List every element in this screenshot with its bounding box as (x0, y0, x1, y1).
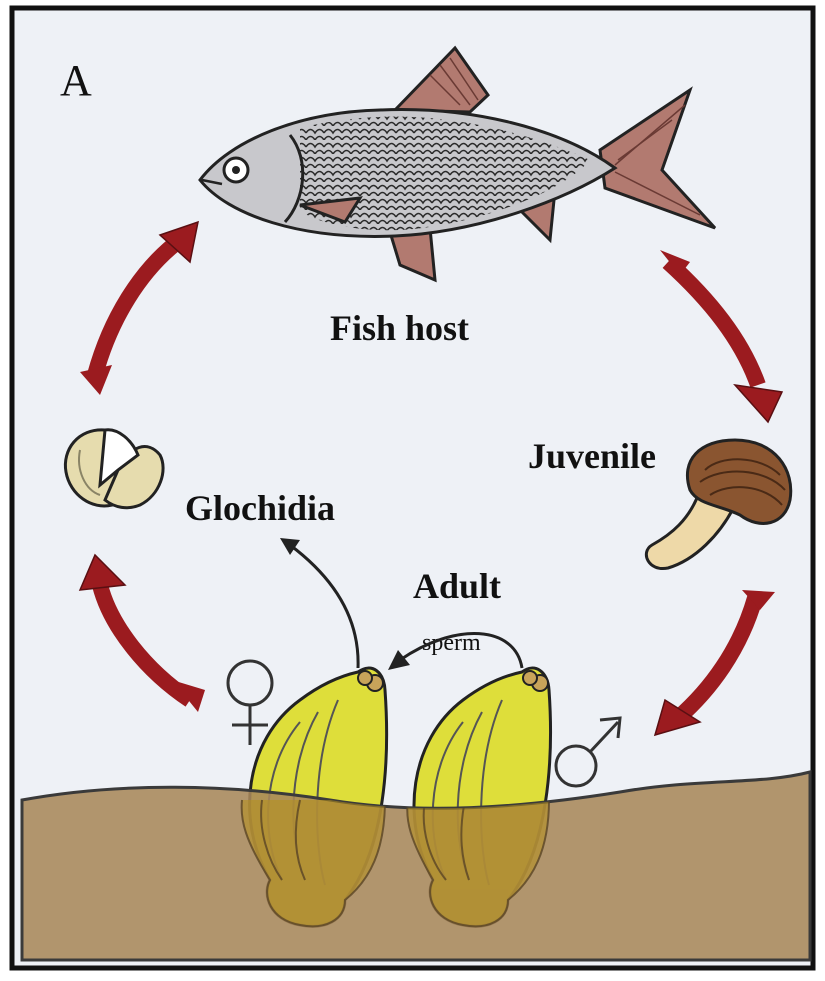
juvenile-label: Juvenile (528, 436, 656, 476)
panel-letter: A (60, 56, 92, 105)
adult-label: Adult (413, 566, 501, 606)
fish-host-label: Fish host (330, 308, 469, 348)
glochidia-label: Glochidia (185, 488, 335, 528)
